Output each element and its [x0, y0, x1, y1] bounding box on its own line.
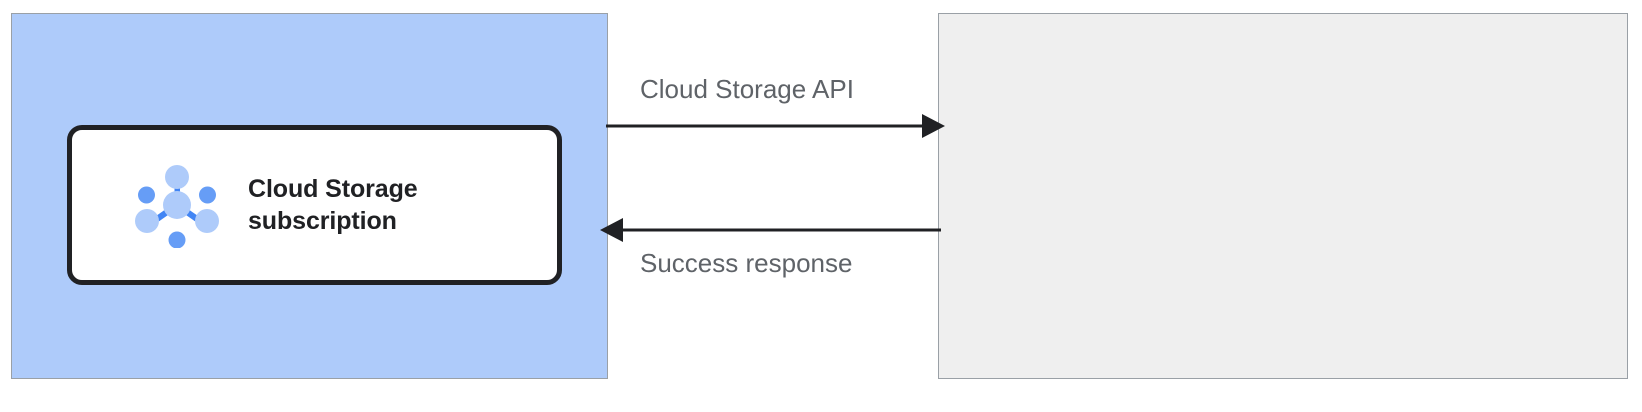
pubsub-subscription-icon	[134, 162, 220, 249]
edge-success-response-label: Success response	[640, 248, 853, 278]
subscription-panel: Cloud Storage subscription	[11, 13, 608, 379]
subscription-card[interactable]: Cloud Storage subscription	[67, 125, 562, 285]
bucket-panel: Cloud Storage bucket	[938, 13, 1628, 379]
subscription-card-label: Cloud Storage subscription	[248, 175, 418, 235]
edge-success-response-arrow	[600, 212, 945, 248]
edge-cloud-storage-api-arrow	[600, 108, 945, 144]
edge-cloud-storage-api-label: Cloud Storage API	[640, 74, 854, 104]
